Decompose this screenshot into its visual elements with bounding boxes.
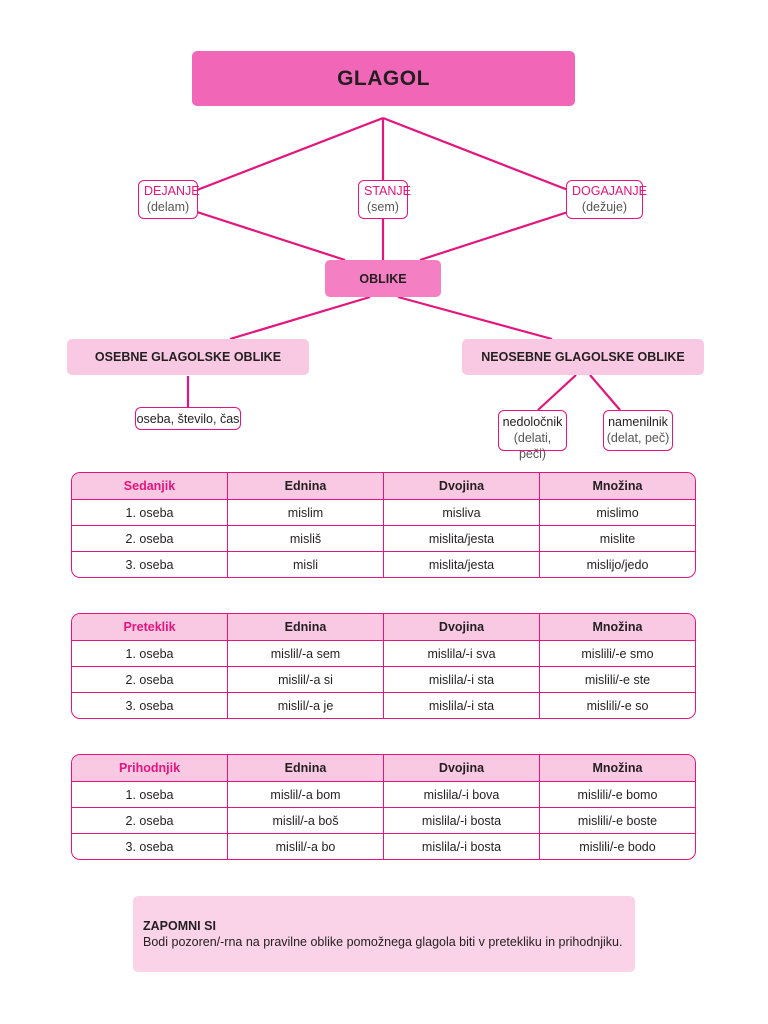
table-cell: mislim bbox=[227, 500, 383, 525]
table-cell: mislil/-a boš bbox=[227, 808, 383, 833]
impersonal-item-label: namenilnik bbox=[608, 415, 668, 429]
table-row: 1. oseba mislil/-a sem mislila/-i sva mi… bbox=[72, 640, 695, 666]
diagram-title: GLAGOL bbox=[192, 51, 575, 106]
connector bbox=[397, 295, 553, 341]
table-row: 1. oseba mislil/-a bom mislila/-i bova m… bbox=[72, 781, 695, 807]
table-header-row: Preteklik Ednina Dvojina Množina bbox=[72, 614, 695, 640]
table-cell: misliš bbox=[227, 526, 383, 551]
table-cell: 2. oseba bbox=[125, 672, 174, 687]
table-header-cell: Prihodnjik bbox=[118, 761, 181, 775]
table-header-row: Sedanjik Ednina Dvojina Množina bbox=[72, 473, 695, 499]
meaning-label: DEJANJE bbox=[144, 184, 200, 198]
table-cell: 3. oseba bbox=[125, 698, 174, 713]
impersonal-item-example: (delat, peč) bbox=[606, 431, 670, 445]
table-cell: mislili/-e boste bbox=[539, 808, 695, 833]
note-title: ZAPOMNI SI bbox=[143, 919, 216, 933]
meaning-label: DOGAJANJE bbox=[572, 184, 648, 198]
meaning-dogajanje: DOGAJANJE (dežuje) bbox=[566, 180, 648, 219]
table-cell: mislili/-e bodo bbox=[539, 834, 695, 859]
table-cell: 1. oseba bbox=[125, 505, 174, 520]
meaning-label: STANJE bbox=[364, 184, 411, 198]
table-row: 3. oseba mislil/-a je mislila/-i sta mis… bbox=[72, 692, 695, 718]
table-row: 2. oseba misliš mislita/jesta mislite bbox=[72, 525, 695, 551]
note-box: ZAPOMNI SI Bodi pozoren/-rna na pravilne… bbox=[133, 896, 635, 972]
table-cell: mislila/-i bosta bbox=[383, 834, 539, 859]
table-cell: mislil/-a je bbox=[227, 693, 383, 718]
table-row: 1. oseba mislim misliva mislimo bbox=[72, 499, 695, 525]
table-cell: mislite bbox=[539, 526, 695, 551]
connector bbox=[229, 295, 371, 341]
table-cell: 2. oseba bbox=[125, 813, 174, 828]
table-cell: mislili/-e ste bbox=[539, 667, 695, 692]
table-cell: mislila/-i sta bbox=[383, 667, 539, 692]
table-header-cell: Dvojina bbox=[383, 614, 539, 640]
connector bbox=[419, 210, 569, 262]
connector bbox=[196, 116, 384, 192]
note-text: Bodi pozoren/-rna na pravilne oblike pom… bbox=[143, 935, 623, 949]
table-cell: mislil/-a si bbox=[227, 667, 383, 692]
personal-forms-box: OSEBNE GLAGOLSKE OBLIKE bbox=[67, 339, 309, 375]
table-preteklik: Preteklik Ednina Dvojina Množina 1. oseb… bbox=[71, 613, 696, 719]
table-header-cell: Množina bbox=[539, 755, 695, 781]
table-sedanjik: Sedanjik Ednina Dvojina Množina 1. oseba… bbox=[71, 472, 696, 578]
table-cell: mislila/-i sva bbox=[383, 641, 539, 666]
table-cell: 1. oseba bbox=[125, 646, 174, 661]
table-cell: 3. oseba bbox=[125, 839, 174, 854]
table-cell: 1. oseba bbox=[125, 787, 174, 802]
table-cell: misli bbox=[227, 552, 383, 577]
meaning-example: (sem) bbox=[367, 200, 399, 214]
table-cell: mislil/-a bom bbox=[227, 782, 383, 807]
table-row: 3. oseba misli mislita/jesta mislijo/jed… bbox=[72, 551, 695, 577]
table-header-cell: Ednina bbox=[227, 473, 383, 499]
table-header-cell: Množina bbox=[539, 614, 695, 640]
table-cell: mislijo/jedo bbox=[539, 552, 695, 577]
meaning-dejanje: DEJANJE (delam) bbox=[138, 180, 200, 219]
impersonal-item-namenilnik: namenilnik (delat, peč) bbox=[603, 410, 673, 451]
table-cell: mislil/-a bo bbox=[227, 834, 383, 859]
forms-box: OBLIKE bbox=[325, 260, 441, 297]
connector bbox=[196, 210, 346, 262]
table-header-cell: Dvojina bbox=[383, 473, 539, 499]
impersonal-item-label: nedoločnik bbox=[502, 415, 563, 429]
table-cell: mislila/-i bosta bbox=[383, 808, 539, 833]
table-cell: mislili/-e smo bbox=[539, 641, 695, 666]
meaning-example: (delam) bbox=[146, 200, 190, 214]
impersonal-forms-box: NEOSEBNE GLAGOLSKE OBLIKE bbox=[462, 339, 704, 375]
table-cell: mislila/-i bova bbox=[383, 782, 539, 807]
connector bbox=[537, 374, 577, 411]
table-cell: mislil/-a sem bbox=[227, 641, 383, 666]
table-header-cell: Množina bbox=[539, 473, 695, 499]
impersonal-item-nedolocnik: nedoločnik (delati, peči) bbox=[498, 410, 567, 461]
table-row: 2. oseba mislil/-a si mislila/-i sta mis… bbox=[72, 666, 695, 692]
table-header-cell: Preteklik bbox=[123, 620, 176, 634]
table-cell: mislili/-e so bbox=[539, 693, 695, 718]
table-cell: mislili/-e bomo bbox=[539, 782, 695, 807]
table-row: 2. oseba mislil/-a boš mislila/-i bosta … bbox=[72, 807, 695, 833]
table-cell: mislila/-i sta bbox=[383, 693, 539, 718]
table-cell: mislita/jesta bbox=[383, 526, 539, 551]
meaning-example: (dežuje) bbox=[581, 200, 628, 214]
table-header-cell: Ednina bbox=[227, 614, 383, 640]
table-cell: mislita/jesta bbox=[383, 552, 539, 577]
table-cell: 2. oseba bbox=[125, 531, 174, 546]
connector bbox=[589, 374, 621, 411]
table-header-cell: Sedanjik bbox=[123, 479, 176, 493]
impersonal-item-example: (delati, peči) bbox=[513, 431, 552, 461]
table-prihodnjik: Prihodnjik Ednina Dvojina Množina 1. ose… bbox=[71, 754, 696, 860]
table-cell: mislimo bbox=[539, 500, 695, 525]
connector bbox=[382, 116, 569, 192]
table-header-cell: Dvojina bbox=[383, 755, 539, 781]
table-cell: 3. oseba bbox=[125, 557, 174, 572]
table-header-row: Prihodnjik Ednina Dvojina Množina bbox=[72, 755, 695, 781]
table-row: 3. oseba mislil/-a bo mislila/-i bosta m… bbox=[72, 833, 695, 859]
personal-detail-box: oseba, število, čas bbox=[135, 407, 241, 430]
meaning-stanje: STANJE (sem) bbox=[358, 180, 411, 219]
table-cell: misliva bbox=[383, 500, 539, 525]
table-header-cell: Ednina bbox=[227, 755, 383, 781]
